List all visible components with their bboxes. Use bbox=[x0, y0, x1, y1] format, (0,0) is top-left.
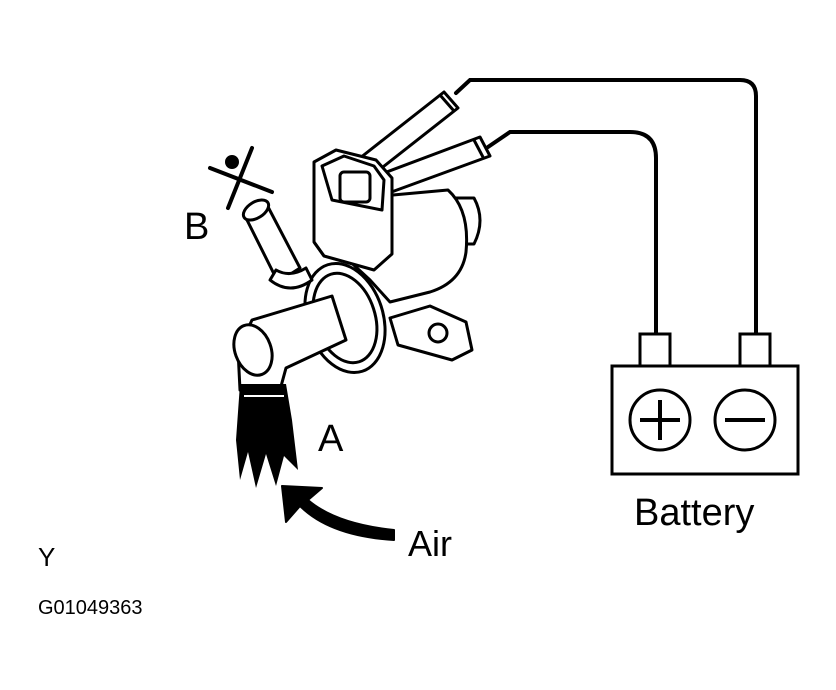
figure-code: G01049363 bbox=[38, 597, 143, 619]
blocked-port-mark bbox=[208, 146, 274, 210]
port-b-label: B bbox=[184, 206, 210, 248]
lead-wire-outer bbox=[454, 78, 758, 336]
battery-negative-terminal bbox=[738, 332, 772, 368]
bracket-bolt-hole bbox=[427, 322, 449, 344]
battery-positive-terminal bbox=[638, 332, 672, 368]
figure-letter: Y bbox=[38, 542, 56, 572]
test-leads bbox=[454, 78, 758, 336]
air-flow-arrow bbox=[281, 485, 395, 541]
vsv-valve bbox=[232, 148, 482, 392]
battery-label: Battery bbox=[634, 492, 755, 534]
port-a-label: A bbox=[318, 418, 344, 460]
battery bbox=[610, 332, 800, 476]
port-a-hose bbox=[236, 384, 298, 488]
air-label: Air bbox=[408, 523, 452, 564]
test-probes bbox=[358, 90, 492, 196]
lead-wire-inner bbox=[486, 130, 658, 336]
